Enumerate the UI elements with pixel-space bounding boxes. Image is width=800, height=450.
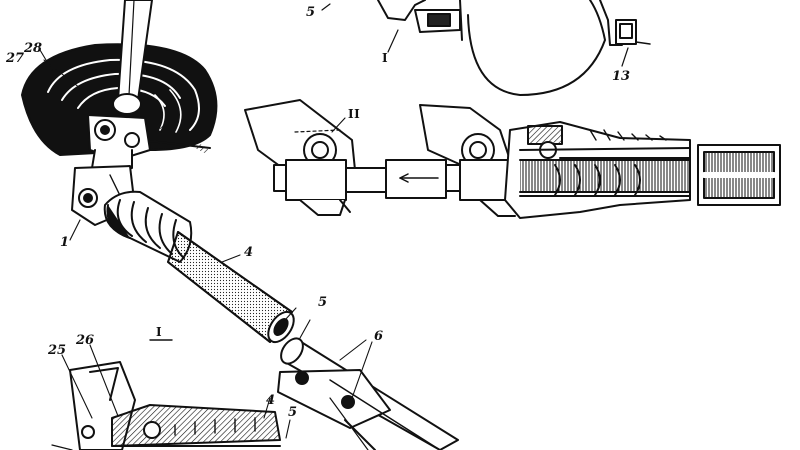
label-26: 26 bbox=[76, 333, 95, 348]
label-I-inset: I bbox=[156, 325, 163, 339]
label-5-mid: 5 bbox=[318, 295, 328, 310]
inset-detail-I bbox=[51, 339, 281, 450]
label-28: 28 bbox=[24, 41, 43, 56]
tie-rod-sleeve bbox=[277, 337, 459, 450]
label-5-top: 5 bbox=[306, 5, 316, 20]
tie-rod-tube bbox=[167, 231, 295, 344]
ball-joint-assembly-section bbox=[244, 99, 781, 219]
label-5-bottom: 5 bbox=[288, 405, 298, 420]
label-1: 1 bbox=[60, 235, 70, 250]
label-leaders bbox=[39, 49, 373, 439]
label-4-mid: 4 bbox=[244, 245, 254, 260]
label-II: II bbox=[348, 107, 361, 121]
label-13: 13 bbox=[612, 69, 631, 84]
label-6: 6 bbox=[374, 329, 384, 344]
wheel-bracket-detail bbox=[321, 0, 651, 96]
label-I-top: I bbox=[382, 51, 389, 65]
steering-shaft bbox=[112, 0, 153, 115]
label-27: 27 bbox=[6, 51, 25, 66]
label-25: 25 bbox=[48, 343, 67, 358]
label-4-bottom: 4 bbox=[266, 393, 276, 408]
pitman-arm-joint bbox=[71, 114, 151, 226]
